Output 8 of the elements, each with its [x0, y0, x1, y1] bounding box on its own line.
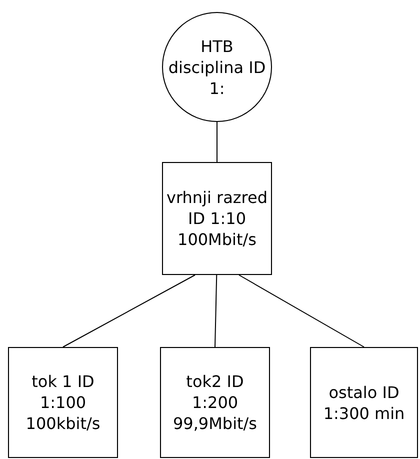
process-box: ostalo ID 1:300 min — [310, 347, 418, 458]
process-box: tok2 ID 1:200 99,9Mbit/s — [160, 347, 270, 458]
connector-line — [62, 274, 196, 348]
connector-line — [238, 274, 364, 348]
connector-line — [214, 274, 218, 348]
process-box: tok 1 ID 1:100 100kbit/s — [8, 347, 118, 458]
process-box: vrhnji razred ID 1:10 100Mbit/s — [162, 162, 272, 275]
connector-line — [216, 122, 218, 162]
